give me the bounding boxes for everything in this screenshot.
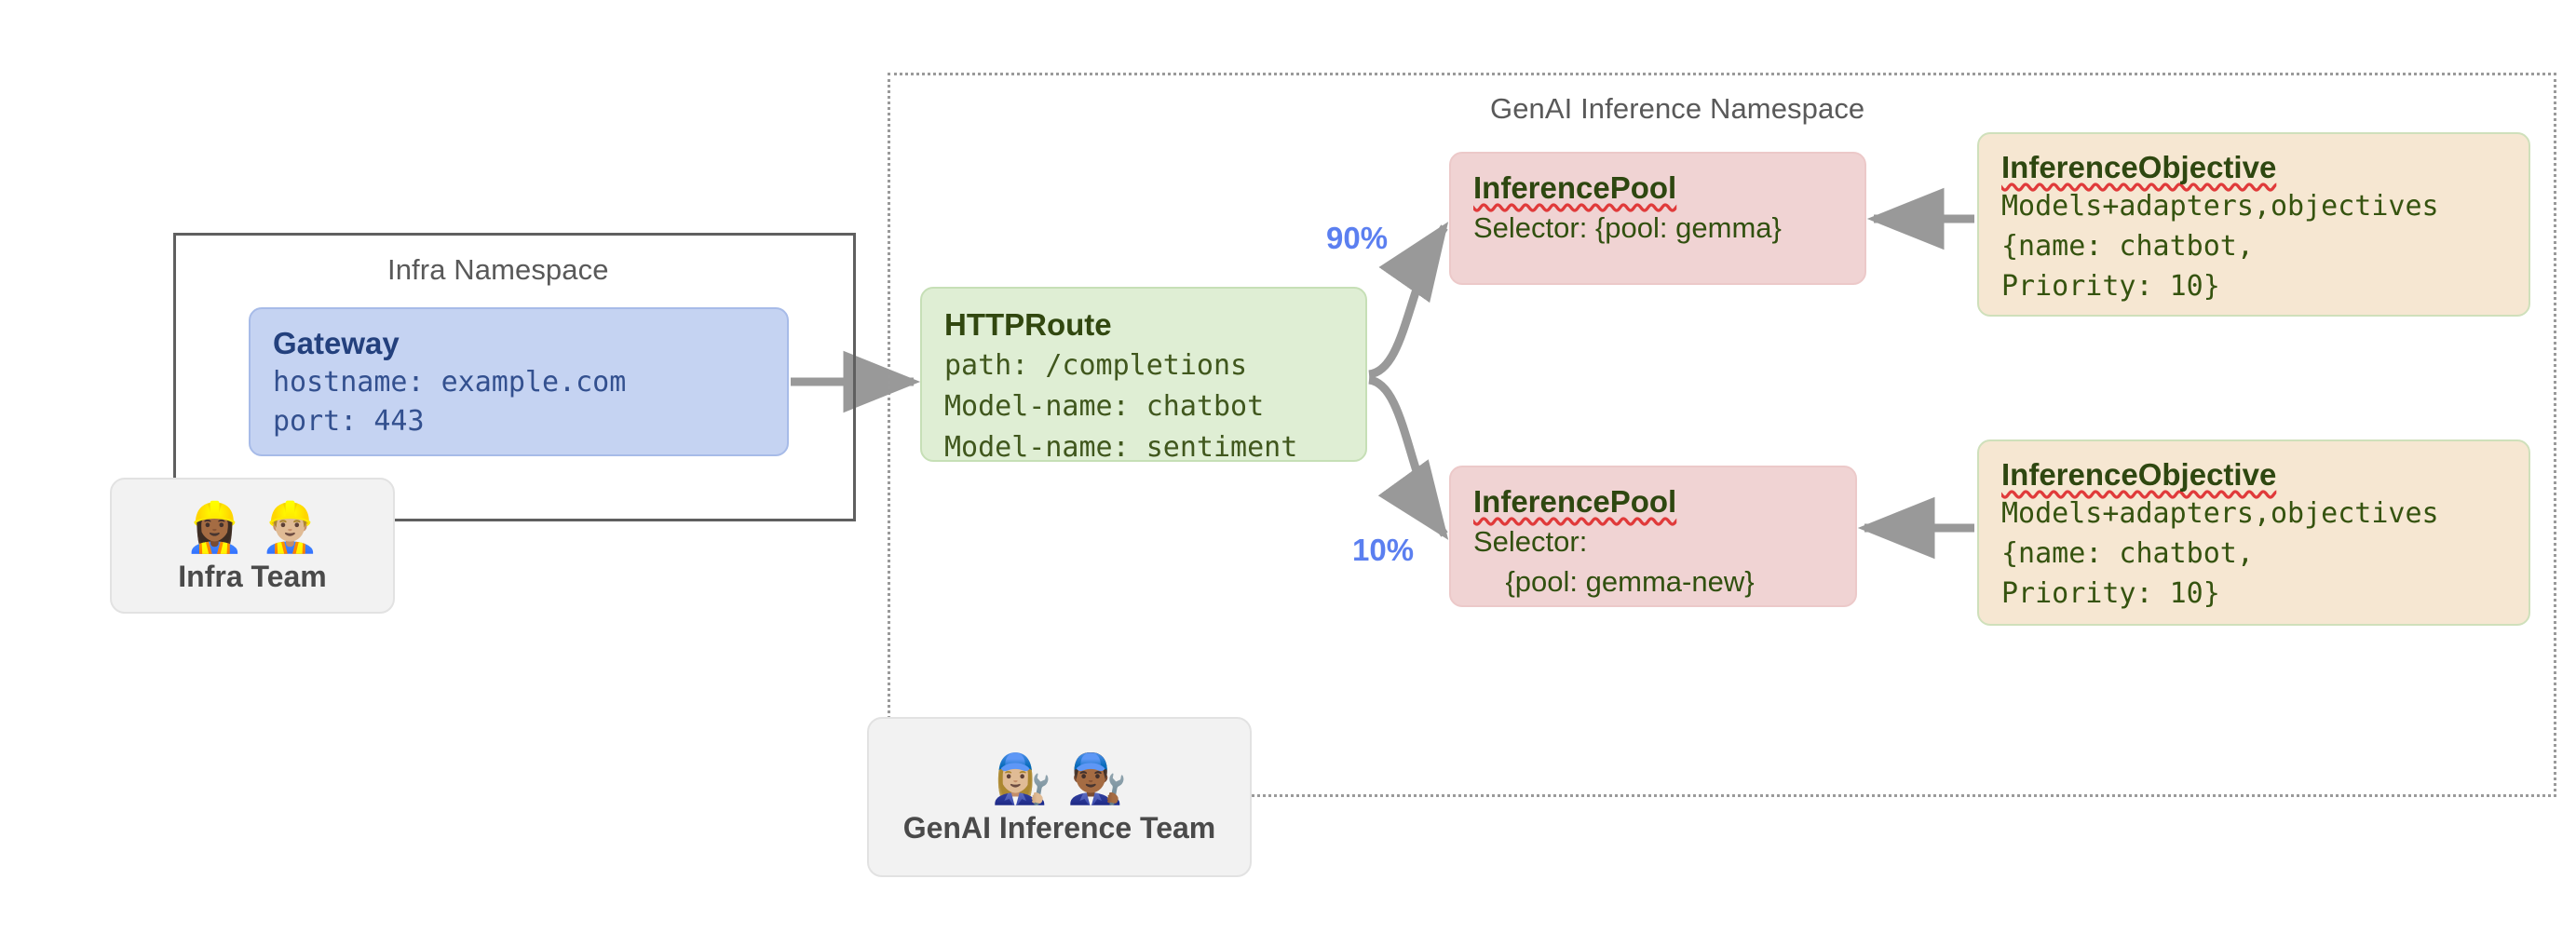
construction-worker-icon: 👷🏾‍♀️👷🏼‍♂️: [184, 499, 335, 556]
infra-team-card[interactable]: 👷🏾‍♀️👷🏼‍♂️ Infra Team: [110, 478, 395, 614]
inferenceobjective-top-line-name: {name: chatbot,: [2001, 230, 2254, 263]
httproute-node[interactable]: HTTPRoute path: /completions Model-name:…: [920, 287, 1367, 464]
infra-team-label: Infra Team: [178, 559, 327, 593]
genai-inference-team-label: GenAI Inference Team: [902, 810, 1216, 845]
inferenceobjective-bottom-line-name: {name: chatbot,: [2001, 537, 2254, 570]
infra-namespace-title: Infra Namespace: [387, 253, 609, 286]
inferenceobjective-top-node[interactable]: InferenceObjective Models+adapters,objec…: [1977, 132, 2530, 317]
httproute-node-model-name-sentiment: Model-name: sentiment: [944, 431, 1298, 464]
httproute-node-path: path: /completions: [944, 349, 1248, 382]
inferenceobjective-top-title: InferenceObjective: [2001, 150, 2277, 184]
inferencepool-gemma-new-node[interactable]: InferencePool Selector: {pool: gemma-new…: [1449, 466, 1857, 607]
inferencepool-gemma-node[interactable]: InferencePool Selector: {pool: gemma}: [1449, 152, 1866, 285]
inferenceobjective-bottom-title: InferenceObjective: [2001, 457, 2277, 492]
inferencepool-gemma-selector: Selector: {pool: gemma}: [1473, 211, 1782, 244]
traffic-split-label-90: 90%: [1326, 221, 1389, 255]
gateway-node-port: port: 443: [273, 405, 425, 438]
httproute-node-model-name-chatbot: Model-name: chatbot: [944, 390, 1265, 423]
inferencepool-gemma-title: InferencePool: [1473, 170, 1677, 205]
gateway-node-title: Gateway: [273, 326, 400, 360]
inferencepool-gemma-new-selector-label: Selector:: [1473, 525, 1588, 558]
infra-namespace-frame: [173, 233, 856, 521]
inferenceobjective-top-line-priority: Priority: 10}: [2001, 270, 2220, 303]
genai-inference-namespace-title: GenAI Inference Namespace: [1490, 92, 1865, 125]
inferenceobjective-top-line-models: Models+adapters,objectives: [2001, 190, 2439, 223]
genai-inference-team-card[interactable]: 👩🏼‍🔧👨🏾‍🔧 GenAI Inference Team: [867, 717, 1252, 877]
inferenceobjective-bottom-node[interactable]: InferenceObjective Models+adapters,objec…: [1977, 439, 2530, 626]
inferenceobjective-bottom-line-models: Models+adapters,objectives: [2001, 497, 2439, 530]
mechanic-icon: 👩🏼‍🔧👨🏾‍🔧: [991, 750, 1143, 807]
inferencepool-gemma-new-title: InferencePool: [1473, 484, 1677, 519]
gateway-node-hostname: hostname: example.com: [273, 366, 627, 399]
inferencepool-gemma-new-selector-value: {pool: gemma-new}: [1473, 565, 1755, 598]
traffic-split-label-10: 10%: [1352, 533, 1415, 567]
httproute-node-title: HTTPRoute: [944, 307, 1112, 342]
inferenceobjective-bottom-line-priority: Priority: 10}: [2001, 577, 2220, 610]
genai-inference-namespace-frame: [888, 73, 2556, 797]
gateway-node[interactable]: Gateway hostname: example.com port: 443: [249, 307, 789, 456]
